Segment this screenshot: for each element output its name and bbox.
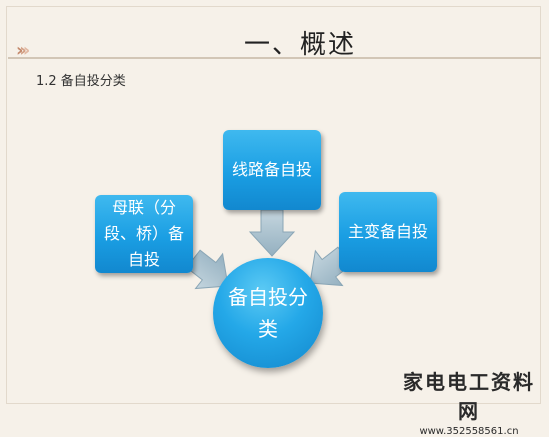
watermark-url: www.352558561.cn — [419, 426, 519, 437]
node-line-label: 线路备自投 — [231, 160, 312, 179]
node-transformer-auto-switch: 主变备自投 — [339, 192, 437, 272]
node-bus-tie-label: 母联（分段、桥）备自投 — [103, 198, 184, 269]
node-bus-tie-auto-switch: 母联（分段、桥）备自投 — [95, 195, 193, 273]
slide-border — [6, 6, 541, 404]
center-node-classification: 备自投分类 — [213, 258, 323, 368]
title-divider — [8, 57, 541, 59]
watermark-title: 家电电工资料网 — [403, 370, 535, 423]
watermark: 家电电工资料网 www.352558561.cn — [394, 366, 544, 437]
arrow-left-to-center — [185, 249, 229, 290]
node-line-auto-switch: 线路备自投 — [223, 130, 321, 210]
center-node-label: 备自投分类 — [228, 285, 308, 341]
node-transformer-label: 主变备自投 — [347, 222, 428, 241]
slide-title: 一、概述 — [243, 30, 356, 60]
arrow-down — [248, 209, 296, 257]
section-subtitle: 1.2 备自投分类 — [36, 74, 126, 89]
